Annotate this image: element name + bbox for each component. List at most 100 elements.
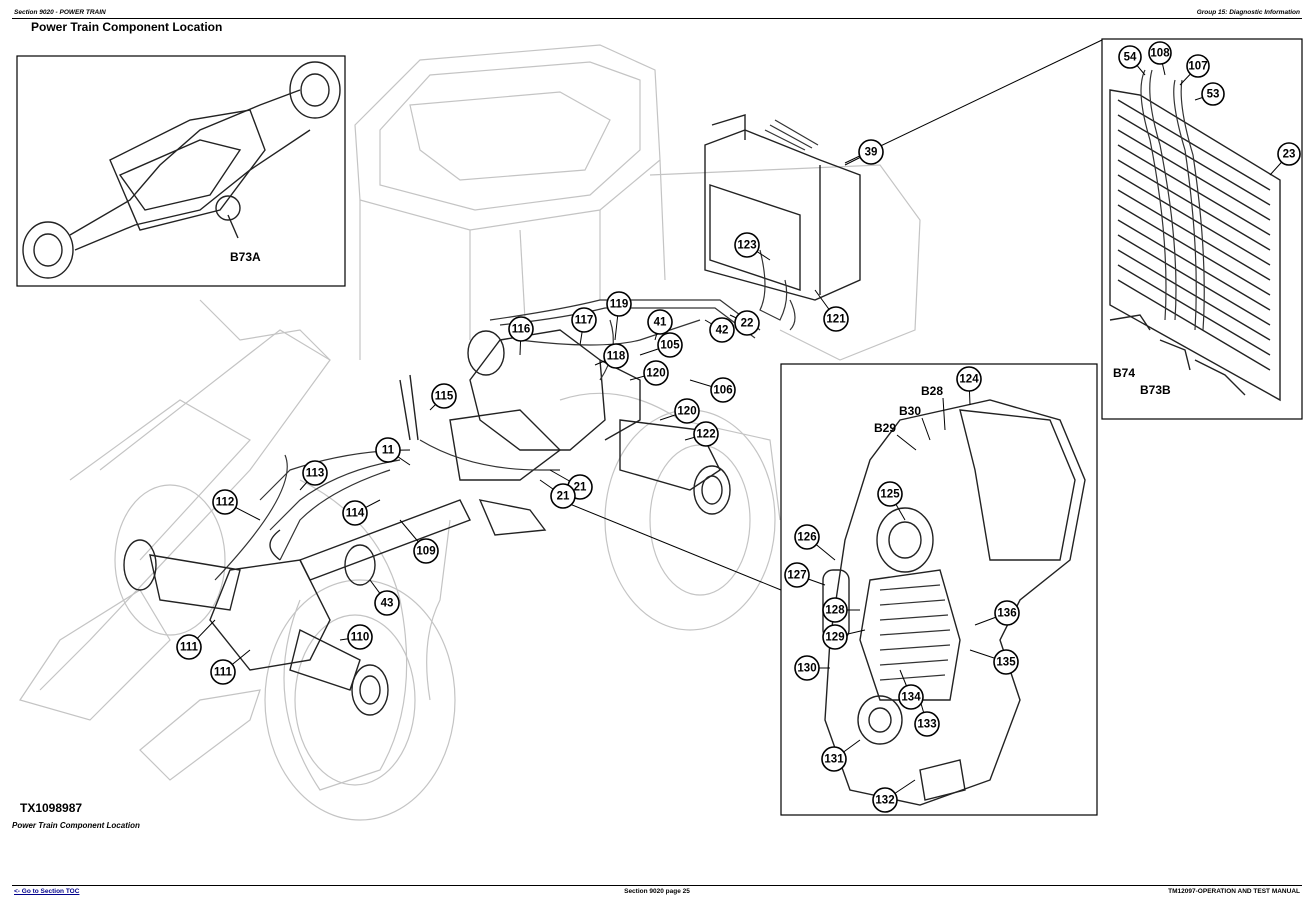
svg-text:125: 125	[880, 489, 900, 501]
svg-text:127: 127	[787, 570, 806, 582]
callout-114-19: 114	[342, 500, 368, 526]
cooler-callout-108: 108	[1148, 41, 1172, 65]
cooler-callout-23: 23	[1277, 142, 1301, 166]
svg-text:123: 123	[737, 240, 756, 252]
svg-text:41: 41	[654, 317, 667, 329]
cooler-callout-53: 53	[1201, 82, 1225, 106]
callout-layer: 3912312111911711641105422211812010612012…	[176, 41, 1301, 813]
svg-text:111: 111	[214, 667, 233, 679]
cooler-inset-frame	[1101, 38, 1303, 420]
svg-text:53: 53	[1207, 89, 1220, 101]
transmission-callout-132: 132	[872, 787, 898, 813]
callout-120-13: 120	[674, 398, 700, 424]
svg-text:118: 118	[607, 351, 626, 363]
cooler-inset: B74 B73B	[844, 38, 1303, 420]
header-rule	[12, 18, 1302, 19]
cooler-assembly-drawing	[704, 114, 861, 331]
callout-105-7: 105	[657, 332, 683, 358]
callout-115-15: 115	[431, 383, 457, 409]
svg-text:106: 106	[713, 385, 732, 397]
svg-text:11: 11	[382, 445, 395, 457]
callout-113-17: 113	[302, 460, 328, 486]
callout-39-0: 39	[858, 139, 884, 165]
svg-text:115: 115	[435, 391, 454, 403]
callout-106-12: 106	[710, 377, 736, 403]
svg-text:39: 39	[865, 147, 878, 159]
footer-page-number: Section 9020 page 25	[624, 888, 690, 895]
svg-text:129: 129	[825, 632, 844, 644]
header-group: Group 15: Diagnostic Information	[1196, 9, 1300, 16]
transmission-callout-130: 130	[794, 655, 820, 681]
svg-text:42: 42	[716, 325, 729, 337]
cooler-callout-54: 54	[1118, 45, 1142, 69]
transmission-inset: B28 B30 B29	[559, 363, 1098, 816]
svg-text:114: 114	[346, 508, 365, 520]
page-title: Power Train Component Location	[31, 20, 223, 34]
svg-text:121: 121	[826, 314, 846, 326]
svg-text:132: 132	[875, 795, 894, 807]
transmission-callout-134: 134	[898, 684, 924, 710]
svg-text:54: 54	[1124, 52, 1137, 64]
callout-11-16: 11	[375, 437, 401, 463]
svg-text:133: 133	[917, 719, 936, 731]
callout-116-5: 116	[508, 316, 534, 342]
svg-text:131: 131	[824, 754, 844, 766]
leader-lines	[188, 52, 1290, 801]
svg-text:43: 43	[381, 598, 394, 610]
callout-112-18: 112	[212, 489, 238, 515]
svg-text:120: 120	[646, 368, 665, 380]
svg-text:136: 136	[997, 608, 1016, 620]
transmission-label-b29: B29	[874, 421, 896, 435]
svg-text:21: 21	[557, 491, 570, 503]
transmission-callout-124: 124	[956, 366, 982, 392]
svg-text:135: 135	[996, 657, 1016, 669]
transmission-callout-128: 128	[822, 597, 848, 623]
footer-manual-title: TM12097-OPERATION AND TEST MANUAL	[1168, 888, 1300, 895]
svg-text:21: 21	[574, 482, 587, 494]
svg-text:130: 130	[797, 663, 816, 675]
transmission-callout-131: 131	[821, 746, 847, 772]
svg-text:120: 120	[677, 406, 696, 418]
callout-122-14: 122	[693, 421, 719, 447]
footer-rule	[12, 885, 1302, 886]
svg-text:128: 128	[825, 605, 845, 617]
transmission-callout-126: 126	[794, 524, 820, 550]
figure-id: TX1098987	[20, 801, 83, 815]
svg-text:22: 22	[741, 318, 754, 330]
svg-text:107: 107	[1188, 61, 1207, 73]
axle-inset: B73A	[16, 55, 346, 287]
svg-text:112: 112	[216, 497, 235, 509]
callout-111-25: 111	[176, 634, 202, 660]
transmission-callout-129: 129	[822, 624, 848, 650]
svg-text:126: 126	[797, 532, 816, 544]
svg-text:109: 109	[416, 546, 435, 558]
callout-119-3: 119	[606, 291, 632, 317]
transmission-callout-135: 135	[993, 649, 1019, 675]
callout-43-23: 43	[374, 590, 400, 616]
machine-ghost-outline	[19, 44, 921, 821]
callout-42-8: 42	[709, 317, 735, 343]
cooler-inset-label-b73b: B73B	[1140, 383, 1171, 397]
svg-text:122: 122	[696, 429, 715, 441]
callout-110-24: 110	[347, 624, 373, 650]
axle-inset-frame	[16, 55, 346, 287]
axle-inset-label-b73a: B73A	[230, 250, 261, 264]
callout-21-22: 21	[550, 483, 576, 509]
callout-118-10: 118	[603, 343, 629, 369]
callout-117-4: 117	[571, 307, 597, 333]
cooler-callout-107: 107	[1186, 54, 1210, 78]
svg-text:116: 116	[512, 324, 531, 336]
figure-caption: Power Train Component Location	[12, 821, 140, 830]
transmission-callout-133: 133	[914, 711, 940, 737]
cooler-inset-label-b74: B74	[1113, 366, 1135, 380]
transmission-inset-frame	[780, 363, 1098, 816]
svg-text:105: 105	[660, 340, 680, 352]
callout-111-26: 111	[210, 659, 236, 685]
transmission-label-b28: B28	[921, 384, 943, 398]
svg-text:23: 23	[1283, 149, 1296, 161]
header-section: Section 9020 - POWER TRAIN	[14, 9, 106, 16]
svg-text:117: 117	[575, 315, 594, 327]
section-toc-link[interactable]: <- Go to Section TOC	[14, 888, 80, 895]
transmission-label-b30: B30	[899, 404, 921, 418]
callout-41-6: 41	[647, 309, 673, 335]
